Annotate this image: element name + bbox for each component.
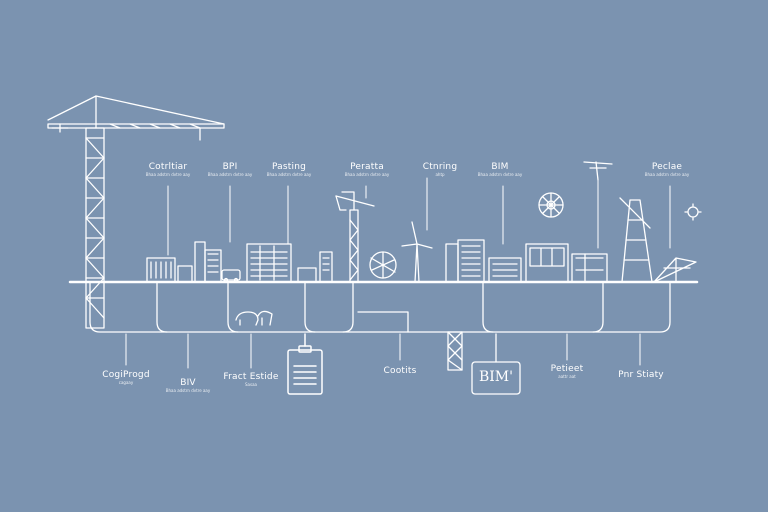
bottom-label-3-title: Fract Estide	[223, 372, 279, 382]
sprocket-icon	[684, 203, 702, 221]
building-group-1	[146, 257, 193, 283]
bottom-label-5-title: Petieet	[550, 364, 584, 374]
building-group-6	[488, 243, 569, 283]
top-label-5-title: Ctnring	[422, 162, 458, 172]
pipe-network	[89, 282, 671, 371]
building-group-5	[445, 239, 485, 283]
bottom-label-2: BIV Bhaa adstrn dvtre aay	[160, 378, 216, 393]
top-label-3-sub: Bhaa adstrn dvtre aay	[266, 172, 312, 177]
top-label-2-title: BPI	[222, 162, 238, 172]
telecom-tower-icon	[619, 197, 697, 283]
top-label-6-sub: Bhaa adstrn dvtre aay	[477, 172, 523, 177]
top-label-4: Peratta Bhaa adstrn dvtre aay	[340, 162, 394, 177]
bottom-label-5-sub: aattr aat	[558, 374, 576, 379]
top-label-5: Ctnring ahtp	[412, 162, 468, 177]
building-group-2	[194, 241, 241, 283]
top-label-1: Cotrltiar Bhaa adstrn dvtre aay	[140, 162, 196, 177]
top-label-7: Peclae Bhaa adstrn dvtre aay	[636, 162, 698, 177]
bottom-label-2-sub: Bhaa adstrn dvtre aay	[165, 388, 211, 393]
bottom-label-3-sub: Sasaa	[245, 382, 257, 387]
document-icon	[287, 333, 323, 395]
globe-icon	[369, 251, 397, 279]
bim-box	[471, 333, 521, 395]
bim-box-label: BIM'	[478, 369, 513, 385]
top-label-6: BIM Bhaa adstrn dvtre aay	[472, 162, 528, 177]
top-label-4-title: Peratta	[350, 162, 384, 172]
top-label-3: Pasting Bhaa adstrn dvtre aay	[262, 162, 316, 177]
top-label-1-sub: Bhaa adstrn dvtre aay	[145, 172, 191, 177]
bottom-label-1: CogiProgd cagaay	[98, 370, 154, 385]
small-crane-icon	[335, 191, 375, 283]
bottom-label-4: Cootits	[372, 366, 428, 376]
top-callouts	[167, 177, 671, 256]
top-label-5-sub: ahtp	[435, 172, 445, 177]
building-group-3	[246, 243, 292, 283]
top-label-3-title: Pasting	[271, 162, 307, 172]
tower-crane-icon	[47, 95, 225, 329]
antenna-icon	[583, 161, 613, 181]
bottom-callouts	[125, 333, 641, 369]
top-label-7-title: Peclae	[651, 162, 683, 172]
building-group-4	[297, 251, 333, 283]
top-label-4-sub: Bhaa adstrn dvtre aay	[344, 172, 390, 177]
building-group-7	[571, 253, 608, 283]
top-label-1-title: Cotrltiar	[148, 162, 188, 172]
animal-icon	[235, 310, 273, 326]
underground-shaft	[447, 331, 463, 371]
bottom-label-6-title: Pnr Stiaty	[618, 370, 664, 380]
top-label-2-sub: Bhaa adstrn dvtre aay	[207, 172, 253, 177]
top-label-7-sub: Bhaa adstrn dvtre aay	[644, 172, 690, 177]
bottom-label-5: Petieet aattr aat	[540, 364, 594, 379]
bottom-label-2-title: BIV	[180, 378, 196, 388]
top-label-6-title: BIM	[491, 162, 509, 172]
top-label-2: BPI Bhaa adstrn dvtre aay	[204, 162, 256, 177]
bottom-label-1-title: CogiProgd	[102, 370, 150, 380]
wind-turbine-icon	[401, 221, 433, 283]
bottom-label-1-sub: cagaay	[118, 380, 134, 385]
bottom-label-3: Fract Estide Sasaa	[222, 372, 280, 387]
bottom-label-4-title: Cootits	[383, 366, 417, 376]
bottom-label-6: Pnr Stiaty	[612, 370, 670, 380]
gear-icon	[538, 192, 564, 218]
